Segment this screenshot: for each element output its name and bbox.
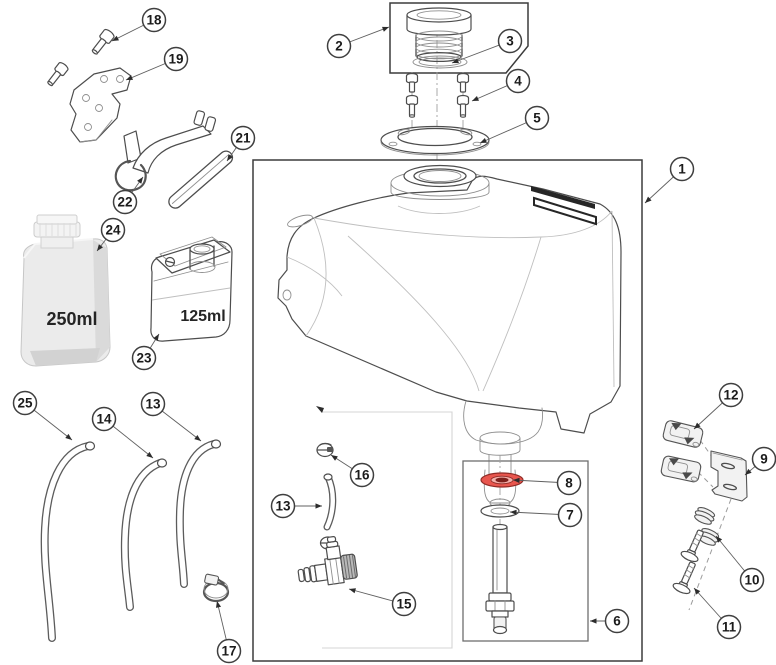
svg-text:6: 6 <box>613 614 621 629</box>
callout-11: 11 <box>693 587 742 640</box>
part-hose-25 <box>40 441 96 642</box>
callout-22: 22 <box>112 176 144 215</box>
callout-2: 2 <box>326 26 390 59</box>
part-oil-reservoir-23: 125ml <box>150 236 233 342</box>
part-cap-gasket-3 <box>412 55 468 69</box>
callout-3: 3 <box>451 28 523 64</box>
part-bushing-10a <box>694 507 716 525</box>
callout-16: 16 <box>330 454 375 488</box>
callout-18: 18 <box>111 7 167 42</box>
callout-17: 17 <box>215 600 242 664</box>
svg-text:9: 9 <box>760 452 768 467</box>
part-filler-flange-5 <box>380 125 490 156</box>
fuel-pickup-group <box>462 455 589 642</box>
callout-4: 4 <box>471 68 531 102</box>
callout-5: 5 <box>479 105 550 144</box>
svg-text:4: 4 <box>514 74 522 89</box>
callout-13: 13 <box>270 493 322 519</box>
callout-13: 13 <box>140 391 202 442</box>
tank-vent-slot <box>531 186 595 209</box>
callout-9: 9 <box>744 446 776 476</box>
callout-24: 24 <box>96 217 126 252</box>
part-seal-8-highlighted <box>480 472 524 488</box>
part-hose-13 <box>175 439 222 588</box>
callout-12: 12 <box>693 382 744 430</box>
svg-text:15: 15 <box>396 597 412 612</box>
callout-23: 23 <box>131 333 160 371</box>
part-bracket-plate-19 <box>69 67 132 143</box>
svg-text:18: 18 <box>146 13 162 28</box>
part-bolt-11b <box>672 561 696 595</box>
pickup-frame-box <box>462 460 589 642</box>
svg-text:23: 23 <box>136 351 152 366</box>
svg-text:2: 2 <box>335 39 343 54</box>
svg-text:5: 5 <box>533 111 541 126</box>
part-clip-nut-12b <box>660 455 702 483</box>
svg-text:12: 12 <box>723 388 738 403</box>
svg-text:25: 25 <box>17 396 33 411</box>
svg-text:19: 19 <box>168 52 183 67</box>
svg-text:17: 17 <box>221 644 236 659</box>
part-fuel-tank-1 <box>252 159 643 662</box>
svg-text:10: 10 <box>744 573 759 588</box>
svg-text:21: 21 <box>235 131 251 146</box>
part-strap-21 <box>168 150 234 209</box>
part-clamp-bracket-22 <box>114 110 217 192</box>
part-flange-screws-4 <box>405 72 470 118</box>
mounting-group-right <box>660 420 748 611</box>
callout-8: 8 <box>512 470 582 496</box>
callout-19: 19 <box>125 46 189 81</box>
svg-text:11: 11 <box>722 620 737 635</box>
part-bolt-11a <box>680 529 704 563</box>
svg-text:14: 14 <box>96 412 112 427</box>
part-bottle-250ml: 250ml <box>20 214 111 367</box>
part-hose-clamp-17 <box>202 573 230 603</box>
svg-text:24: 24 <box>105 223 121 238</box>
part-fuel-valve-15 <box>297 536 358 586</box>
callout-15: 15 <box>348 588 417 617</box>
svg-text:8: 8 <box>565 476 573 491</box>
svg-text:13: 13 <box>275 499 291 514</box>
valve-fitting-group <box>297 406 453 649</box>
part-cap-fitting-16 <box>316 442 334 458</box>
svg-text:22: 22 <box>117 195 132 210</box>
svg-text:1: 1 <box>678 162 686 177</box>
svg-text:7: 7 <box>566 508 574 523</box>
tank-vent-slot-2 <box>533 196 597 226</box>
part-bracket-9 <box>710 450 748 502</box>
part-mounting-screw-18 <box>91 28 115 55</box>
svg-text:13: 13 <box>145 397 161 412</box>
part-pickup-tube-6 <box>485 523 515 635</box>
callout-14: 14 <box>91 406 154 459</box>
callout-6: 6 <box>590 608 630 634</box>
part-clip-nut-12a <box>662 420 704 448</box>
callout-25: 25 <box>12 390 73 441</box>
part-fuel-cap-2 <box>406 7 472 63</box>
svg-text:16: 16 <box>354 468 370 483</box>
reservoir-capacity-label: 125ml <box>180 308 225 325</box>
callout-1: 1 <box>644 156 695 204</box>
part-washer-7 <box>480 504 520 518</box>
callout-21: 21 <box>226 125 256 162</box>
callout-10: 10 <box>715 535 765 593</box>
svg-text:3: 3 <box>506 34 514 49</box>
part-hose-14 <box>120 458 168 611</box>
bottle-capacity-label: 250ml <box>46 309 97 329</box>
part-mounting-screw-19 <box>47 62 69 87</box>
tank-frame-box <box>252 159 643 662</box>
part-short-hose-13 <box>323 473 337 531</box>
callout-7: 7 <box>509 502 583 528</box>
